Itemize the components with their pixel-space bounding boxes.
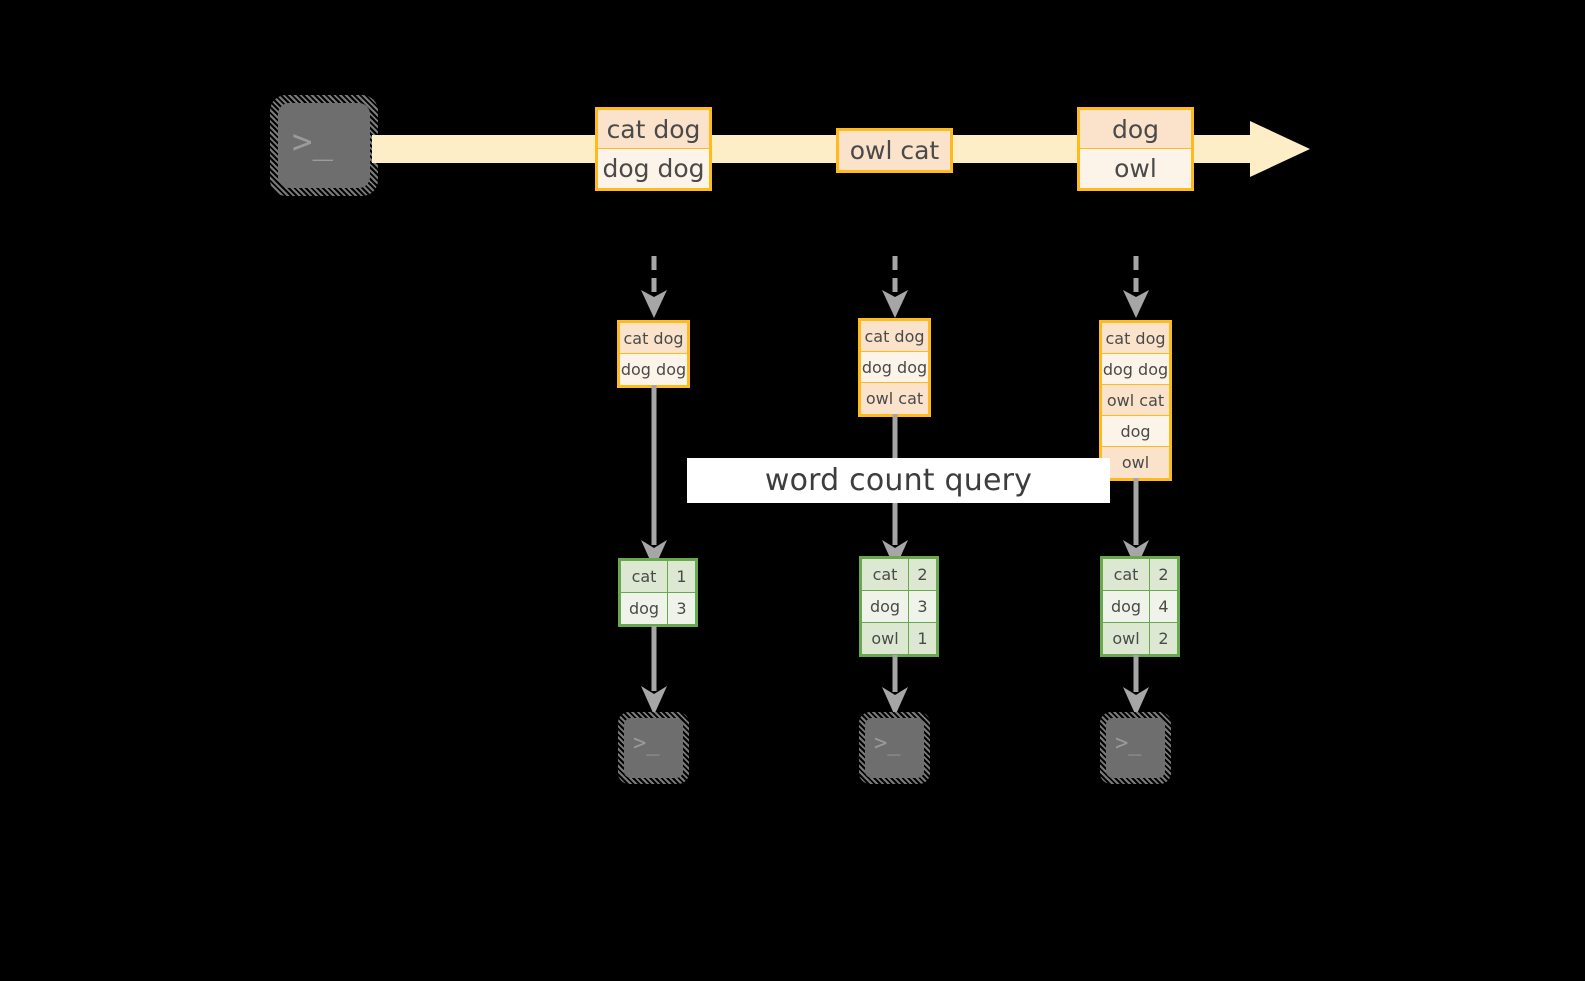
- query-label-text: word count query: [764, 463, 1033, 498]
- stream-message-line: dog: [1080, 110, 1191, 149]
- sink-terminal-icon: >_: [1100, 712, 1171, 784]
- snapshot-input-line: dog dog: [620, 354, 687, 385]
- result-table: cat 2 dog 4 owl 2: [1100, 556, 1180, 657]
- result-word: cat: [1103, 559, 1150, 590]
- source-terminal-icon: >_: [270, 95, 378, 196]
- query-arrow: [639, 385, 669, 570]
- stream-message: owl cat: [836, 128, 953, 173]
- result-word: dog: [862, 591, 909, 622]
- sink-arrow: [1121, 655, 1151, 717]
- result-word: owl: [862, 623, 909, 654]
- snapshot-input-box: cat dog dog dog: [617, 320, 690, 388]
- result-count: 1: [668, 561, 695, 592]
- snapshot-input-line: owl: [1102, 447, 1169, 478]
- result-row: cat 1: [621, 561, 695, 593]
- stream-message-line: cat dog: [598, 110, 709, 149]
- stream-tap-arrow: [879, 256, 911, 320]
- sink-terminal-icon: >_: [618, 712, 689, 784]
- result-count: 4: [1150, 591, 1177, 622]
- snapshot-input-line: owl cat: [861, 383, 928, 414]
- stream-message: dog owl: [1077, 107, 1194, 191]
- stream-tap-arrow: [638, 256, 670, 320]
- result-count: 2: [909, 559, 936, 590]
- result-table: cat 1 dog 3: [618, 558, 698, 627]
- snapshot-input-box: cat dog dog dog owl cat dog owl: [1099, 320, 1172, 481]
- query-arrow: [1121, 478, 1151, 570]
- terminal-prompt-glyph: >_: [292, 122, 333, 162]
- result-count: 2: [1150, 559, 1177, 590]
- sink-arrow: [639, 626, 669, 716]
- result-row: owl 2: [1103, 623, 1177, 654]
- result-row: dog 3: [862, 591, 936, 623]
- terminal-prompt-glyph: >_: [1115, 731, 1142, 756]
- terminal-prompt-glyph: >_: [633, 731, 660, 756]
- result-count: 1: [909, 623, 936, 654]
- terminal-screen: >_: [865, 718, 924, 778]
- terminal-screen: >_: [1106, 718, 1165, 778]
- result-word: dog: [621, 593, 668, 624]
- terminal-screen: >_: [624, 718, 683, 778]
- result-count: 2: [1150, 623, 1177, 654]
- snapshot-input-line: cat dog: [1102, 323, 1169, 354]
- sink-arrow: [880, 655, 910, 717]
- snapshot-input-box: cat dog dog dog owl cat: [858, 318, 931, 417]
- result-row: cat 2: [1103, 559, 1177, 591]
- query-label-band: word count query: [687, 458, 1110, 503]
- snapshot-input-line: dog dog: [1102, 354, 1169, 385]
- result-row: owl 1: [862, 623, 936, 654]
- result-row: dog 3: [621, 593, 695, 624]
- stream-message-line: owl: [1080, 149, 1191, 188]
- terminal-prompt-glyph: >_: [874, 731, 901, 756]
- result-word: cat: [621, 561, 668, 592]
- sink-terminal-icon: >_: [859, 712, 930, 784]
- result-count: 3: [909, 591, 936, 622]
- result-row: cat 2: [862, 559, 936, 591]
- result-row: dog 4: [1103, 591, 1177, 623]
- result-word: dog: [1103, 591, 1150, 622]
- snapshot-input-line: owl cat: [1102, 385, 1169, 416]
- snapshot-input-line: cat dog: [861, 321, 928, 352]
- result-table: cat 2 dog 3 owl 1: [859, 556, 939, 657]
- stream-message-line: dog dog: [598, 149, 709, 188]
- stream-message: cat dog dog dog: [595, 107, 712, 191]
- snapshot-input-line: dog: [1102, 416, 1169, 447]
- result-word: owl: [1103, 623, 1150, 654]
- snapshot-input-line: dog dog: [861, 352, 928, 383]
- stream-tap-arrow: [1120, 256, 1152, 320]
- result-word: cat: [862, 559, 909, 590]
- result-count: 3: [668, 593, 695, 624]
- stream-message-line: owl cat: [839, 131, 950, 170]
- snapshot-input-line: cat dog: [620, 323, 687, 354]
- terminal-screen: >_: [278, 103, 370, 188]
